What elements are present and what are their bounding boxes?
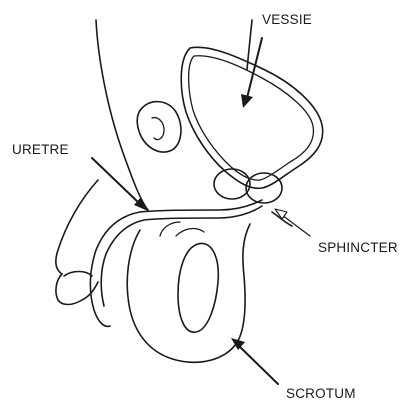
spermatic-cord bbox=[160, 222, 180, 236]
arrow-uretre bbox=[92, 158, 148, 211]
urethra-inner bbox=[101, 206, 262, 306]
glans bbox=[64, 272, 92, 277]
pubic-bone bbox=[137, 102, 181, 152]
testis bbox=[178, 243, 218, 332]
arrow-sphincter bbox=[275, 209, 310, 236]
scrotum-outline bbox=[127, 224, 250, 362]
label-scrotum: SCROTUM bbox=[286, 386, 356, 401]
label-sphincter: SPHINCTER bbox=[318, 240, 398, 255]
body-outline bbox=[96, 20, 148, 210]
label-uretre: URETRE bbox=[12, 142, 69, 157]
label-vessie: VESSIE bbox=[262, 12, 312, 27]
testis-inner bbox=[176, 229, 204, 236]
arrow-scrotum bbox=[231, 338, 278, 384]
belly-outline bbox=[56, 180, 98, 274]
pubic-bone-inner bbox=[152, 118, 164, 140]
bladder-inner-wall bbox=[189, 56, 314, 180]
bladder bbox=[181, 47, 322, 188]
